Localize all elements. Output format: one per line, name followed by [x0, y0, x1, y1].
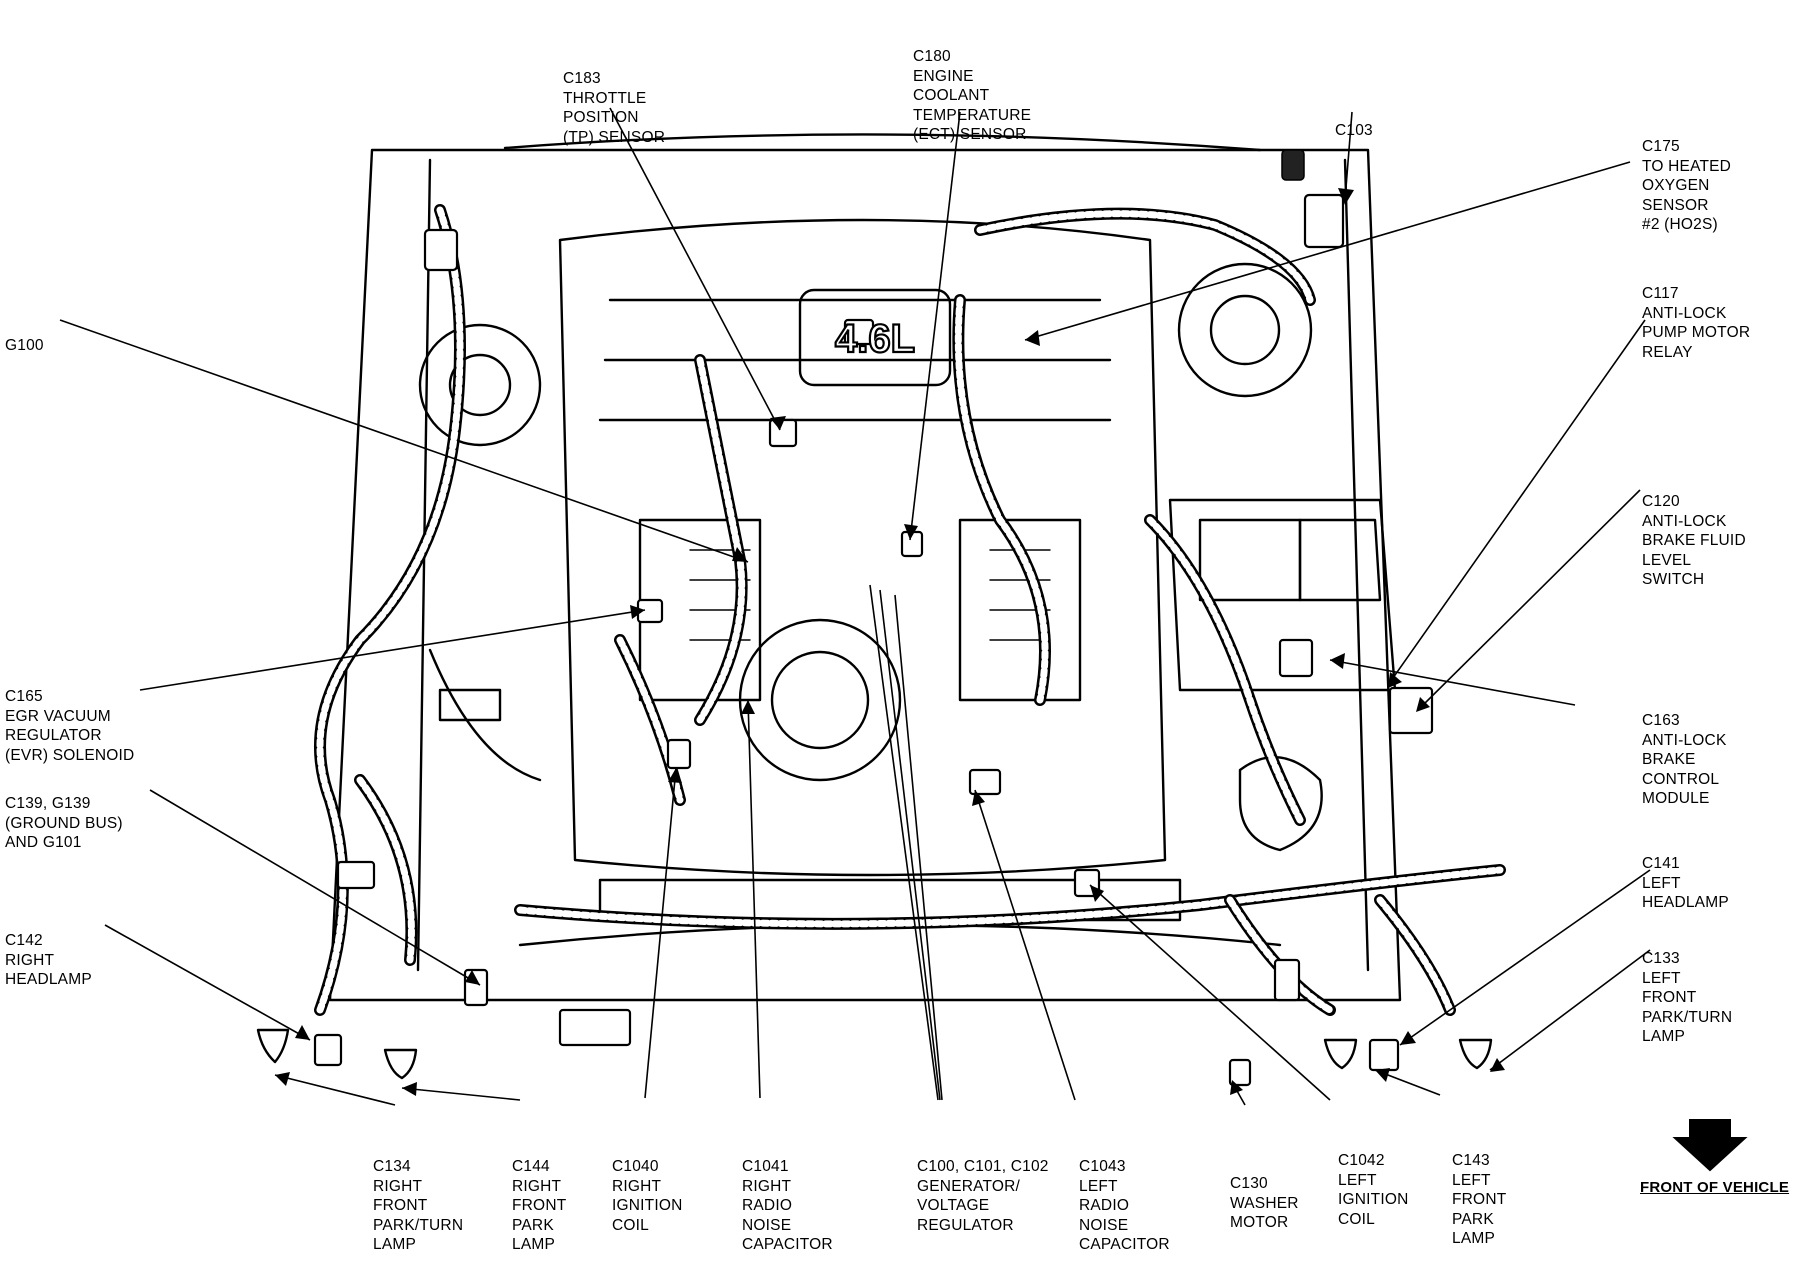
- engine-size-badge: 4.6L: [835, 317, 915, 361]
- leader-lines: [59, 107, 1651, 1106]
- front-of-vehicle-label: FRONT OF VEHICLE: [1640, 1179, 1790, 1196]
- engine-compartment-diagram: 4.6L: [59, 107, 1748, 1172]
- label-c139-g139: C139, G139(GROUND BUS)AND G101: [5, 795, 123, 851]
- wiring-harness: [314, 204, 1506, 1016]
- connectors: [256, 149, 1493, 1087]
- label-g100: G100: [5, 337, 44, 354]
- down-arrow-icon: [1672, 1119, 1748, 1172]
- label-c103: C103: [1335, 122, 1373, 139]
